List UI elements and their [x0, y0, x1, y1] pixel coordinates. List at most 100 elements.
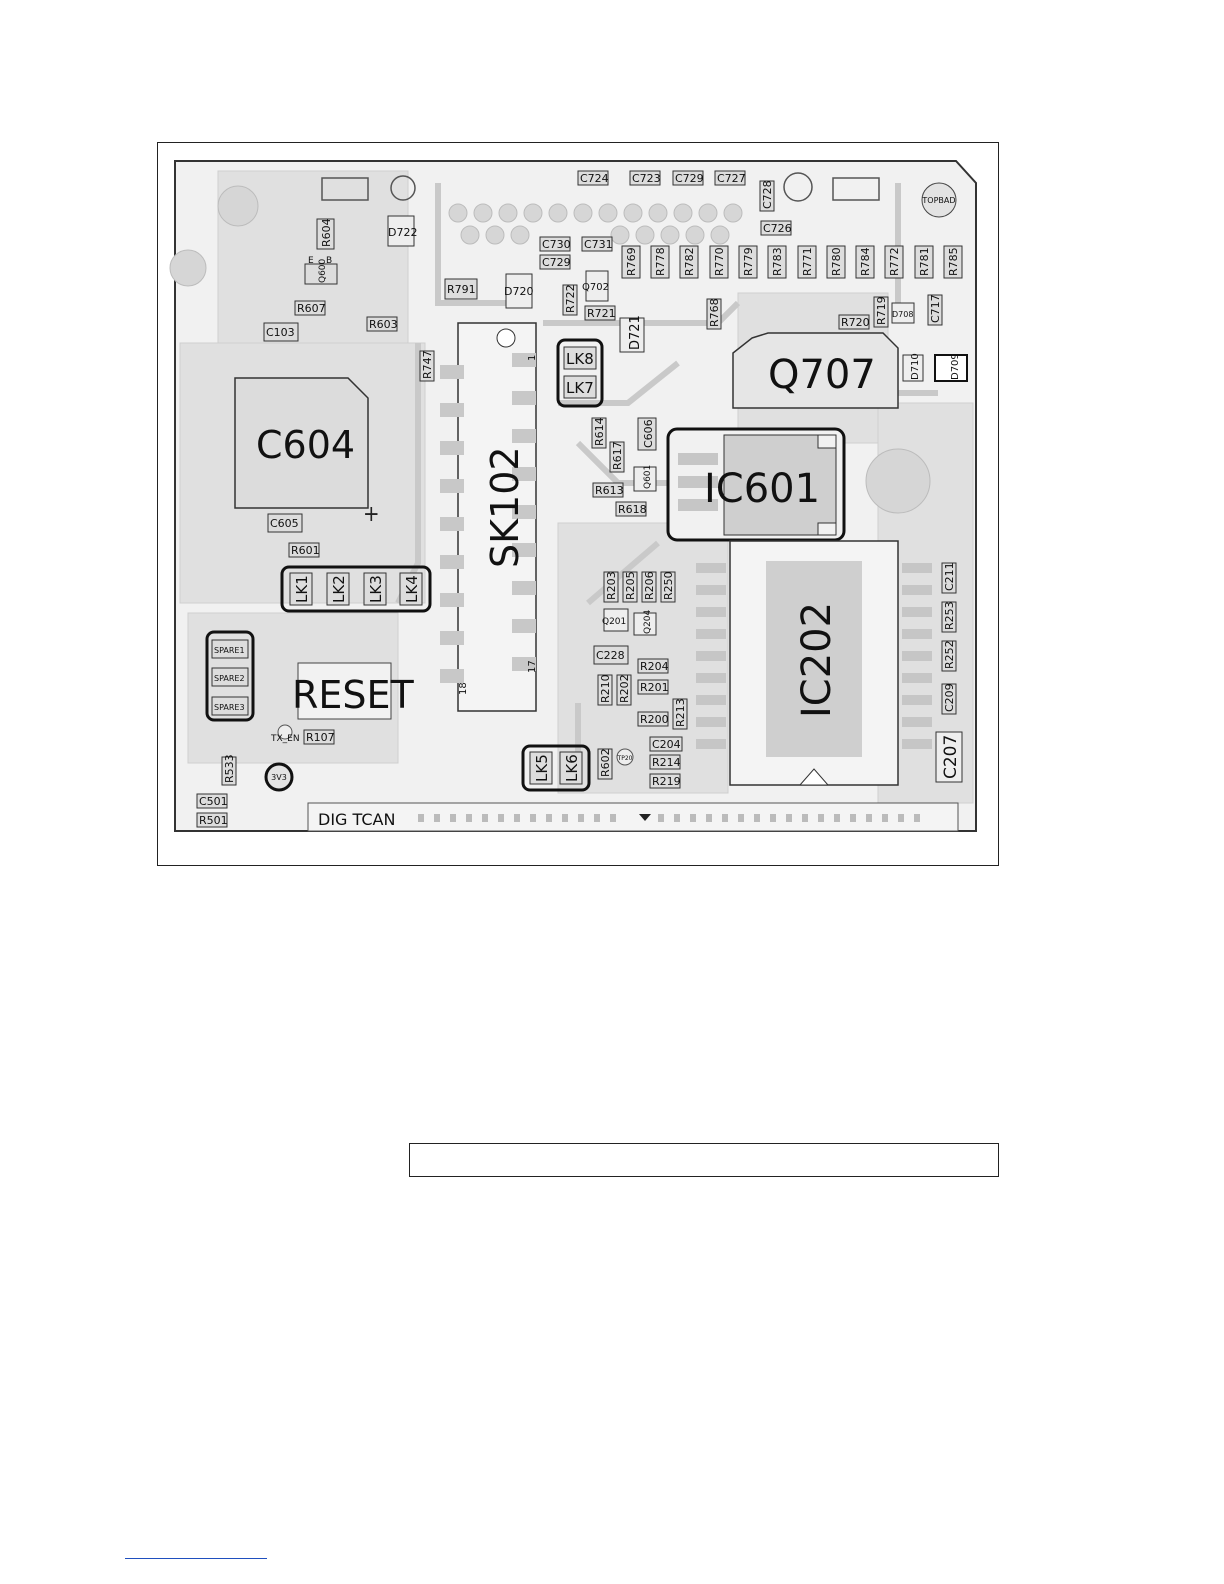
q707-component — [732, 332, 899, 409]
testpoint-tx-en — [277, 724, 293, 740]
lk4-label: LK4 — [403, 575, 421, 603]
pcb-figure-frame: TOPBAD C724 C723 C729 C727 C728 C726 R76… — [157, 142, 999, 866]
pin-b-label: B — [326, 256, 332, 266]
component-refs: R604 Q600 E B D722 R607 C103 R603 R791 D… — [196, 215, 968, 828]
ref-label: R213 — [674, 698, 687, 727]
ref-label: R601 — [291, 544, 320, 557]
spare3-label: SPARE3 — [214, 703, 245, 712]
cap-label: C723 — [632, 172, 661, 185]
ic601-label: IC601 — [704, 466, 820, 512]
ref-label: R607 — [297, 302, 326, 315]
lk7-lk8-group — [556, 338, 604, 408]
lk5-label: LK5 — [533, 754, 551, 782]
dig-tcan-connector — [307, 802, 959, 832]
ref-label: R219 — [652, 775, 681, 788]
pin-e-label: E — [308, 256, 314, 266]
tx-en-label: TX_EN — [270, 734, 300, 744]
lk5-lk6-group — [521, 744, 591, 792]
ref-label: R747 — [421, 350, 434, 379]
ref-label: R201 — [640, 681, 669, 694]
spare1-label: SPARE1 — [214, 646, 245, 655]
lk7-label: LK7 — [566, 379, 594, 397]
footnote-rule — [125, 1558, 267, 1559]
ref-label: C501 — [199, 795, 228, 808]
resistor-label: R769 — [625, 247, 638, 276]
pin-18-label: 18 — [458, 682, 469, 695]
connector-pins — [418, 814, 920, 822]
pin-17-label: 17 — [527, 660, 538, 673]
ref-label: Q601 — [643, 465, 653, 489]
ref-label: C730 — [542, 238, 571, 251]
ref-label: R603 — [369, 318, 398, 331]
ref-label: Q204 — [643, 609, 653, 634]
ic202-label: IC202 — [794, 602, 840, 718]
ref-label: C606 — [642, 419, 655, 448]
ref-label: C211 — [943, 562, 956, 591]
ref-label: R618 — [618, 503, 647, 516]
vias — [169, 185, 931, 514]
lk1-lk4-group — [280, 565, 432, 613]
ref-label: R768 — [708, 298, 721, 327]
resistor-label: R772 — [888, 247, 901, 276]
testpoint-3v3 — [264, 762, 294, 792]
ref-label: R250 — [662, 571, 675, 600]
ref-label: R533 — [223, 754, 236, 783]
tp20-label: TP20 — [617, 755, 633, 762]
ref-label: R613 — [595, 484, 624, 497]
ref-label: Q201 — [602, 617, 626, 627]
c604-label: C604 — [256, 423, 355, 467]
ref-label: R501 — [199, 814, 228, 827]
ref-label: R722 — [564, 284, 577, 313]
lk2-label: LK2 — [330, 575, 348, 603]
pin-1-label: 1 — [527, 355, 538, 361]
q707-label: Q707 — [768, 352, 876, 398]
ref-label: R791 — [447, 283, 476, 296]
ref-label: C209 — [943, 683, 956, 712]
c604-component — [234, 377, 369, 509]
mounting-holes — [321, 172, 880, 202]
sk102-pads — [440, 353, 536, 683]
top-capacitors: C724 C723 C729 C727 C728 C726 — [577, 170, 792, 236]
ic601-pins — [678, 453, 718, 511]
testpoint-topbad — [921, 182, 957, 218]
resistor-label: R770 — [713, 247, 726, 276]
polarity-plus-icon: + — [363, 502, 380, 527]
caption-box — [409, 1143, 999, 1177]
ref-label: C228 — [596, 649, 625, 662]
resistor-row: R769 R778 R782 R770 R779 R783 R771 R780 … — [621, 245, 963, 279]
cap-label: C729 — [675, 172, 704, 185]
spare-group — [205, 630, 255, 722]
ref-label: R602 — [599, 748, 612, 777]
ref-label: D720 — [504, 285, 533, 298]
testpoint-tp20 — [616, 748, 634, 766]
cap-label: C726 — [763, 222, 792, 235]
resistor-label: R778 — [654, 247, 667, 276]
ref-label: D722 — [388, 226, 417, 239]
ref-label: C103 — [266, 326, 295, 339]
ref-label: R204 — [640, 660, 669, 673]
ref-label: D709 — [950, 353, 961, 380]
ref-label: D708 — [892, 310, 913, 319]
resistor-label: R779 — [742, 247, 755, 276]
resistor-label: R781 — [918, 247, 931, 276]
ref-label: R206 — [643, 571, 656, 600]
topbad-label: TOPBAD — [921, 196, 955, 205]
resistor-label: R785 — [947, 247, 960, 276]
ref-label: D721 — [628, 315, 643, 350]
ref-label: R604 — [320, 218, 333, 247]
resistor-label: R783 — [771, 247, 784, 276]
ref-label: C207 — [941, 735, 961, 779]
ref-label: R214 — [652, 756, 681, 769]
dig-tcan-label: DIG TCAN — [318, 810, 395, 829]
cap-label: C728 — [761, 180, 774, 209]
ref-label: R202 — [618, 674, 631, 703]
ref-label: R203 — [605, 571, 618, 600]
lk3-label: LK3 — [367, 575, 385, 603]
pcb-layout-diagram: TOPBAD C724 C723 C729 C727 C728 C726 R76… — [169, 160, 977, 832]
ref-label: Q600 — [318, 258, 328, 283]
sk102-label: SK102 — [483, 446, 527, 568]
resistor-label: R784 — [859, 247, 872, 276]
ref-label: R721 — [587, 307, 616, 320]
ref-label: R200 — [640, 713, 669, 726]
resistor-label: R782 — [683, 247, 696, 276]
